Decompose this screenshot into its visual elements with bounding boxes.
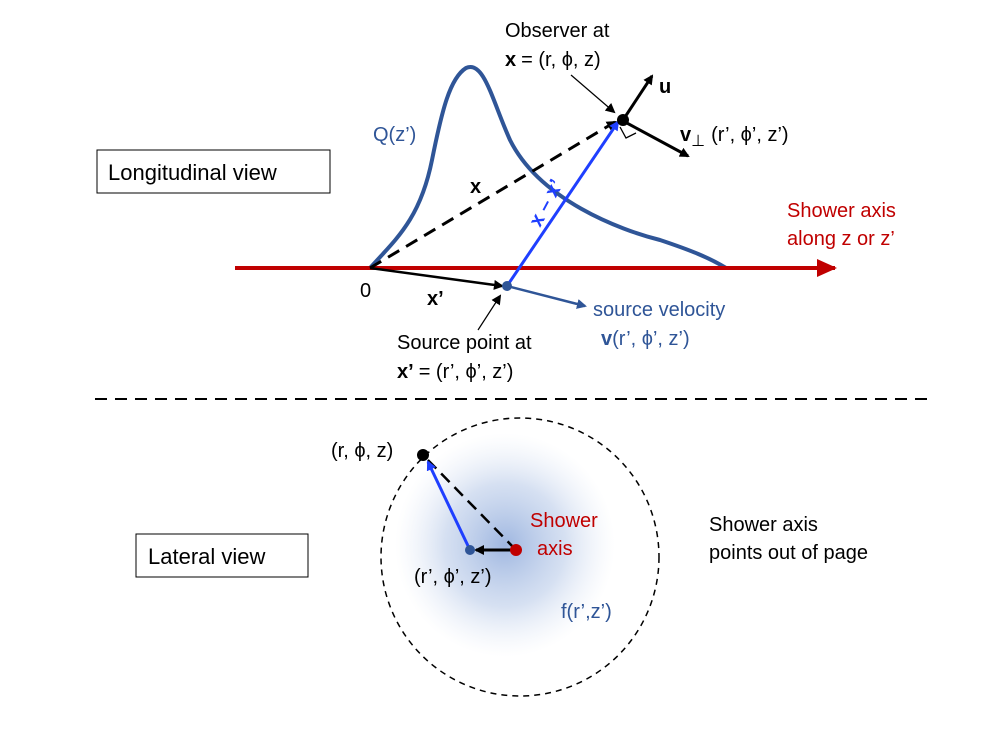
right-angle-marker: [619, 126, 637, 139]
lateral-source-marker: [465, 545, 475, 555]
lateral-distribution-haze: [395, 433, 615, 657]
lateral-observer-coords: (r, ϕ, z): [331, 440, 393, 462]
source-point-coords: = (r’, ϕ’, z’): [419, 361, 514, 383]
lateral-observer-distance: [422, 454, 517, 551]
lateral-axis-marker: [510, 544, 522, 556]
origin-label: 0: [360, 280, 371, 302]
longitudinal-view-box: [96, 149, 331, 194]
source-point-coords-line: x’= (r’, ϕ’, z’): [397, 361, 513, 383]
longitudinal-profile-curve: [368, 65, 728, 270]
source-point-title: Source point at: [397, 332, 532, 354]
lateral-view-label: Lateral view: [148, 544, 266, 569]
shower-axis-label-line1: Shower axis: [787, 200, 896, 222]
source-point-marker: [502, 281, 512, 291]
observer-pointer-line: [570, 74, 616, 114]
v-perp-vector: [624, 120, 690, 158]
observer-vector-label: x: [470, 176, 481, 198]
v-perp-subscript: ⊥: [691, 133, 705, 150]
longitudinal-view: Longitudinal view Q(z’) Shower axis alon…: [96, 20, 896, 383]
lateral-axis-label-line2: axis: [537, 538, 573, 560]
source-position-vector: [369, 266, 504, 290]
lateral-note-line1: Shower axis: [709, 514, 818, 536]
lateral-separation-vector: [426, 460, 472, 551]
lateral-distribution-label: f(r’,z’): [561, 601, 612, 623]
observer-radius-circle: [380, 417, 660, 697]
lateral-view-box: [135, 533, 309, 578]
u-vector-label: u: [659, 76, 671, 98]
source-velocity-label-line2: v(r’, ϕ’, z’): [601, 328, 690, 350]
profile-label: Q(z’): [373, 124, 416, 146]
source-point-symbol: x’: [397, 361, 414, 383]
source-velocity-vector: [506, 284, 587, 309]
observer-title: Observer at: [505, 20, 610, 42]
source-velocity-coords: (r’, ϕ’, z’): [612, 328, 689, 350]
v-perp-coords: (r’, ϕ’, z’): [711, 124, 788, 146]
lateral-view: Lateral view (r, ϕ, z) (r’, ϕ’, z’) Show…: [135, 417, 868, 697]
lateral-source-coords: (r’, ϕ’, z’): [414, 566, 491, 588]
source-pointer-line: [477, 294, 502, 331]
v-perp-label: v⊥ (r’, ϕ’, z’): [680, 124, 789, 150]
observer-coords: = (r, ϕ, z): [521, 49, 601, 71]
observer-coords-line: x= (r, ϕ, z): [505, 49, 601, 71]
u-vector: [623, 74, 654, 118]
lateral-axis-label-line1: Shower: [530, 510, 598, 532]
separation-vector: [505, 120, 620, 287]
shower-axis-label-line2: along z or z’: [787, 228, 895, 250]
v-perp-symbol: v: [680, 124, 692, 146]
source-velocity-label-line1: source velocity: [593, 299, 725, 321]
source-vector-label: x’: [427, 288, 444, 310]
source-velocity-symbol: v: [601, 328, 613, 350]
lateral-note-line2: points out of page: [709, 542, 868, 564]
observer-symbol: x: [505, 49, 516, 71]
longitudinal-view-label: Longitudinal view: [108, 160, 277, 185]
observer-position-vector: [369, 120, 617, 270]
lateral-observer-marker: [417, 449, 429, 461]
